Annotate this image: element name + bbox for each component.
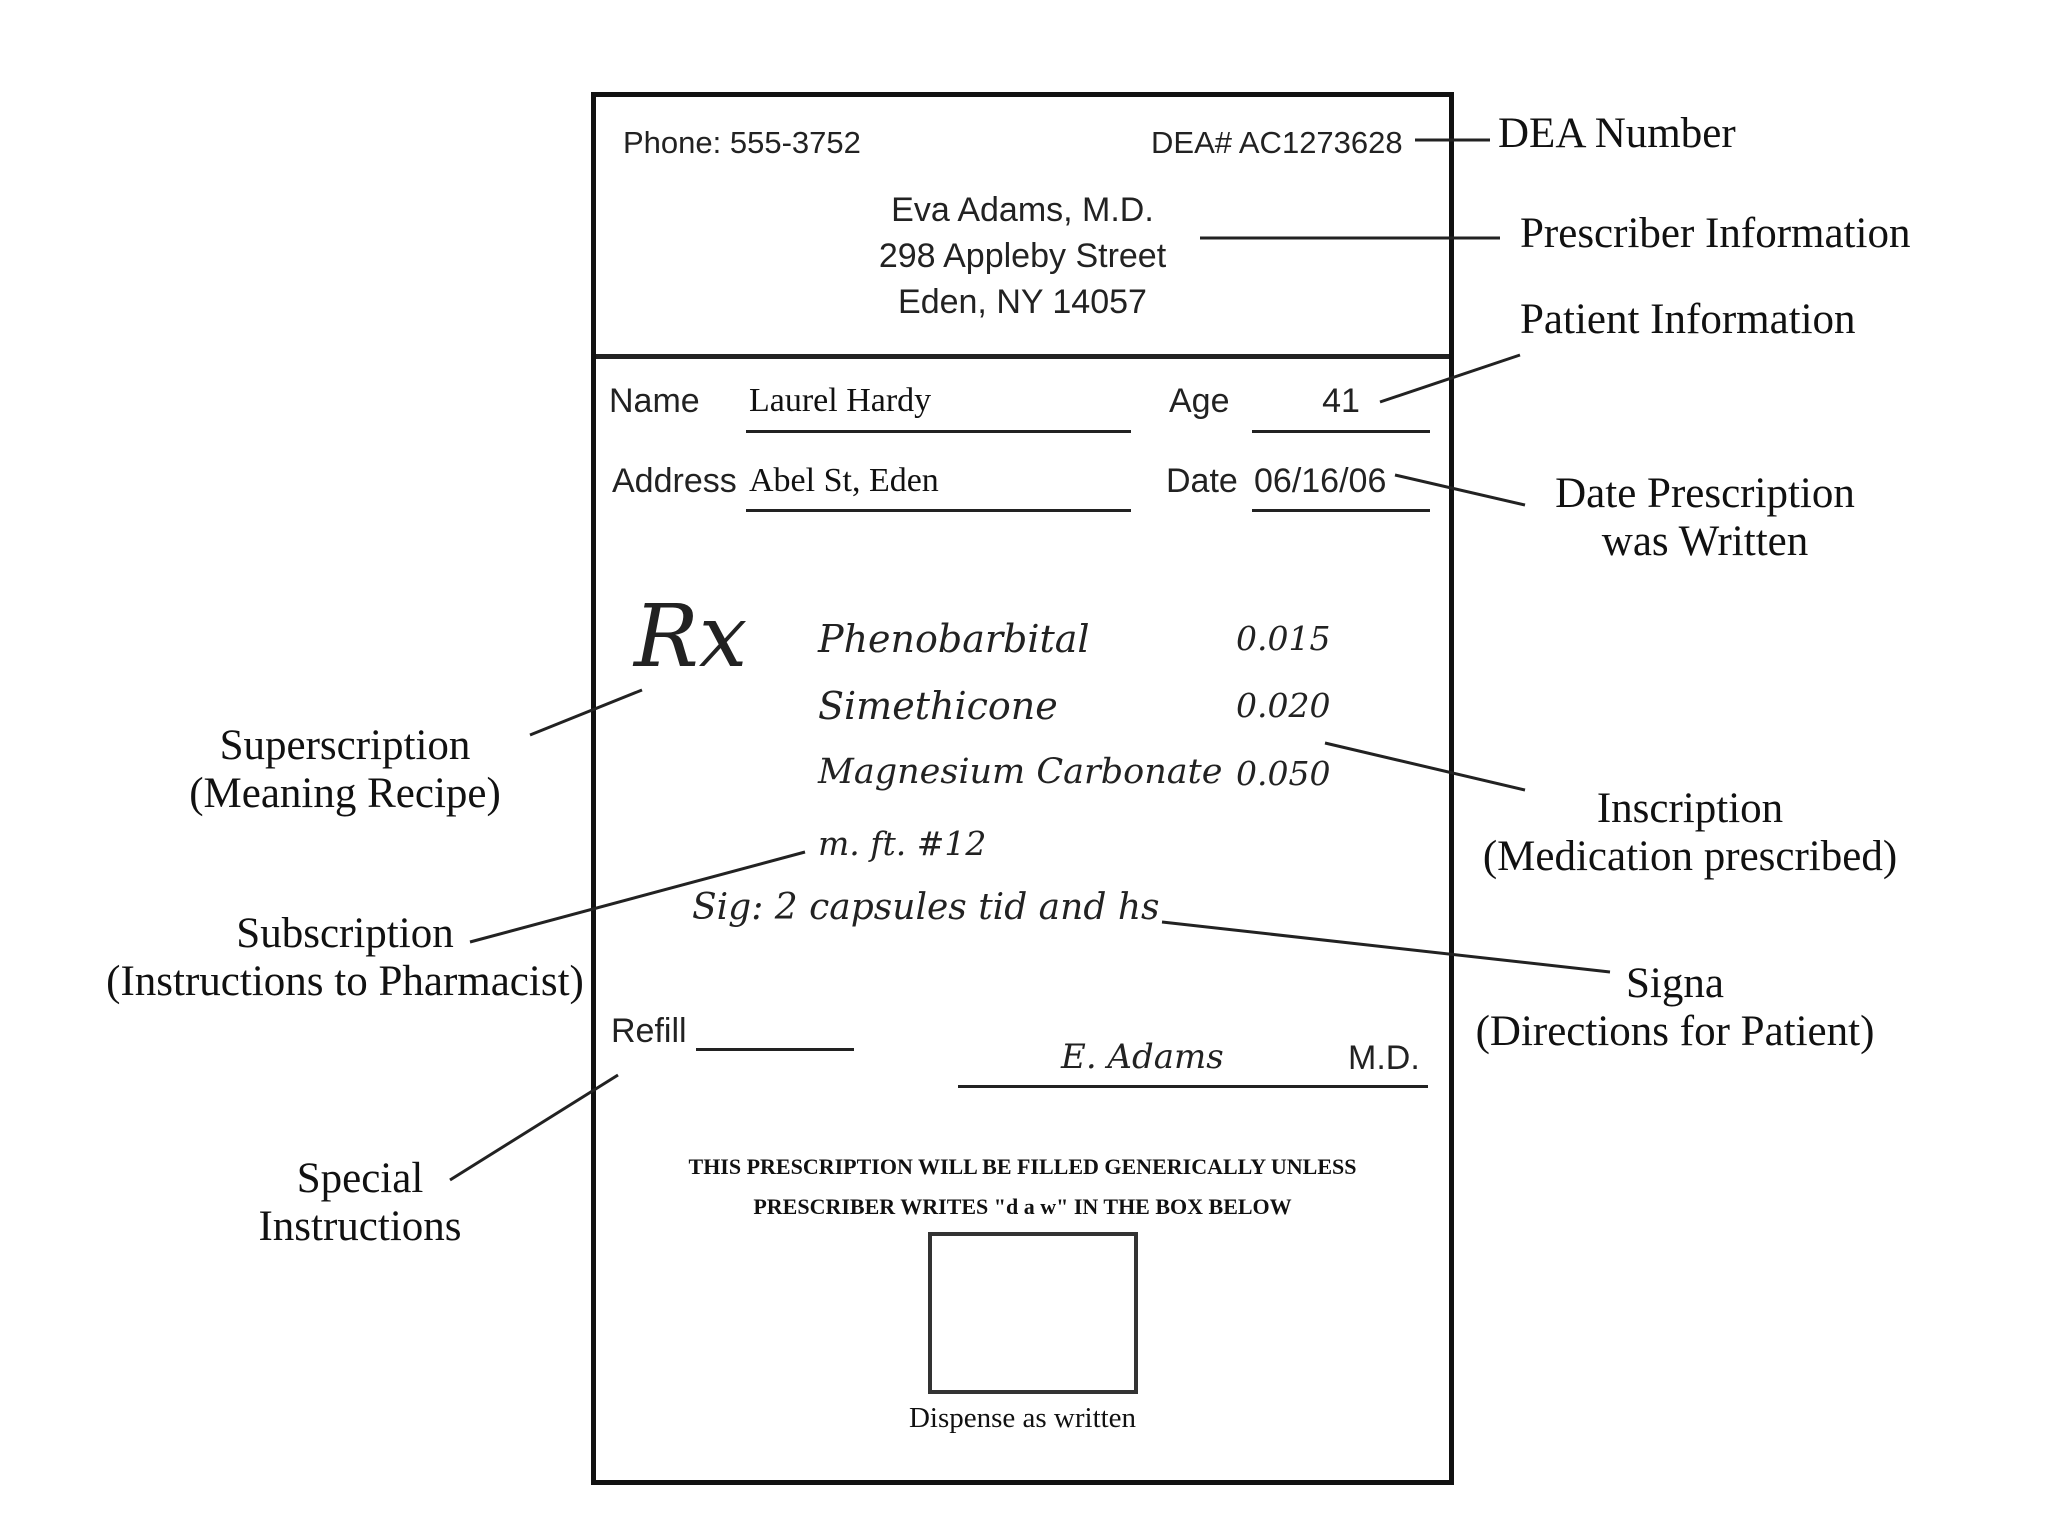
- header-divider: [596, 354, 1449, 359]
- leader-line: [449, 1073, 619, 1182]
- annotation-prescriber-information: Prescriber Information: [1520, 210, 1911, 257]
- prescription-date: 06/16/06: [1254, 462, 1387, 500]
- signature-underline: [958, 1085, 1428, 1088]
- address-underline: [746, 509, 1131, 512]
- patient-age: 41: [1322, 382, 1360, 420]
- age-underline: [1252, 430, 1430, 433]
- annotation-line: (Directions for Patient): [1475, 1008, 1875, 1055]
- leader-line: [1161, 920, 1611, 974]
- annotation-line: Special: [296, 1155, 424, 1202]
- address-label: Address: [612, 462, 737, 500]
- leader-line: [1324, 741, 1526, 792]
- annotation-inscription: Inscription (Medication prescribed): [1480, 785, 1900, 881]
- annotation-date-written: Date Prescription was Written: [1520, 470, 1890, 566]
- daw-box: [928, 1232, 1138, 1394]
- annotation-signa: Signa (Directions for Patient): [1470, 960, 1880, 1056]
- annotation-line: (Instructions to Pharmacist): [106, 958, 584, 1005]
- annotation-line: (Medication prescribed): [1482, 833, 1898, 880]
- leader-line: [529, 688, 643, 737]
- refill-underline: [696, 1048, 854, 1051]
- leader-line: [469, 850, 806, 944]
- prescription-form: Phone: 555-3752 DEA# AC1273628 Eva Adams…: [591, 92, 1454, 1485]
- leader-line: [1379, 353, 1521, 404]
- annotation-patient-information: Patient Information: [1520, 296, 1856, 343]
- prescriber-name: Eva Adams, M.D.: [891, 191, 1154, 229]
- signa-text: Sig: 2 capsules tid and hs: [692, 887, 1160, 928]
- rx-symbol: Rx: [634, 587, 748, 687]
- patient-name: Laurel Hardy: [749, 382, 932, 419]
- annotation-line: Subscription: [236, 910, 454, 957]
- prescriber-block: Eva Adams, M.D. 298 Appleby Street Eden,…: [596, 187, 1449, 325]
- age-label: Age: [1169, 382, 1230, 420]
- generic-notice-line: PRESCRIBER WRITES "d a w" IN THE BOX BEL…: [753, 1194, 1292, 1219]
- annotation-dea-number: DEA Number: [1498, 110, 1736, 157]
- annotation-line: Date Prescription: [1555, 470, 1855, 517]
- annotation-line: Instructions: [258, 1203, 462, 1250]
- date-label: Date: [1166, 462, 1238, 500]
- prescriber-city: Eden, NY 14057: [898, 283, 1147, 321]
- md-label: M.D.: [1348, 1039, 1420, 1077]
- leader-line: [1394, 473, 1526, 507]
- generic-notice-line: THIS PRESCRIPTION WILL BE FILLED GENERIC…: [688, 1154, 1357, 1179]
- prescriber-signature: E. Adams: [1061, 1037, 1224, 1077]
- annotation-line: was Written: [1601, 518, 1809, 565]
- medication-amount: 0.020: [1236, 686, 1331, 725]
- generic-notice: THIS PRESCRIPTION WILL BE FILLED GENERIC…: [596, 1147, 1449, 1227]
- name-underline: [746, 430, 1131, 433]
- annotation-subscription: Subscription (Instructions to Pharmacist…: [95, 910, 595, 1006]
- annotation-line: (Meaning Recipe): [189, 770, 501, 817]
- prescriber-phone: Phone: 555-3752: [623, 125, 861, 160]
- dispense-as-written: Dispense as written: [908, 1402, 1137, 1434]
- annotation-special-instructions: Special Instructions: [230, 1155, 490, 1251]
- medication-amount: 0.050: [1236, 754, 1331, 793]
- annotation-line: Superscription: [219, 722, 471, 769]
- medication-amount: 0.015: [1236, 619, 1331, 658]
- date-underline: [1252, 509, 1430, 512]
- annotation-line: Inscription: [1596, 785, 1784, 832]
- annotation-superscription: Superscription (Meaning Recipe): [160, 722, 530, 818]
- medication-name: Simethicone: [818, 684, 1058, 728]
- medication-name: Magnesium Carbonate: [818, 752, 1223, 792]
- prescriber-street: 298 Appleby Street: [878, 237, 1167, 275]
- annotation-line: Signa: [1626, 960, 1724, 1007]
- subscription-text: m. ft. #12: [818, 824, 987, 863]
- medication-name: Phenobarbital: [818, 617, 1090, 661]
- dea-number: DEA# AC1273628: [1151, 125, 1403, 160]
- patient-address: Abel St, Eden: [749, 462, 939, 499]
- refill-label: Refill: [611, 1012, 687, 1050]
- name-label: Name: [609, 382, 700, 420]
